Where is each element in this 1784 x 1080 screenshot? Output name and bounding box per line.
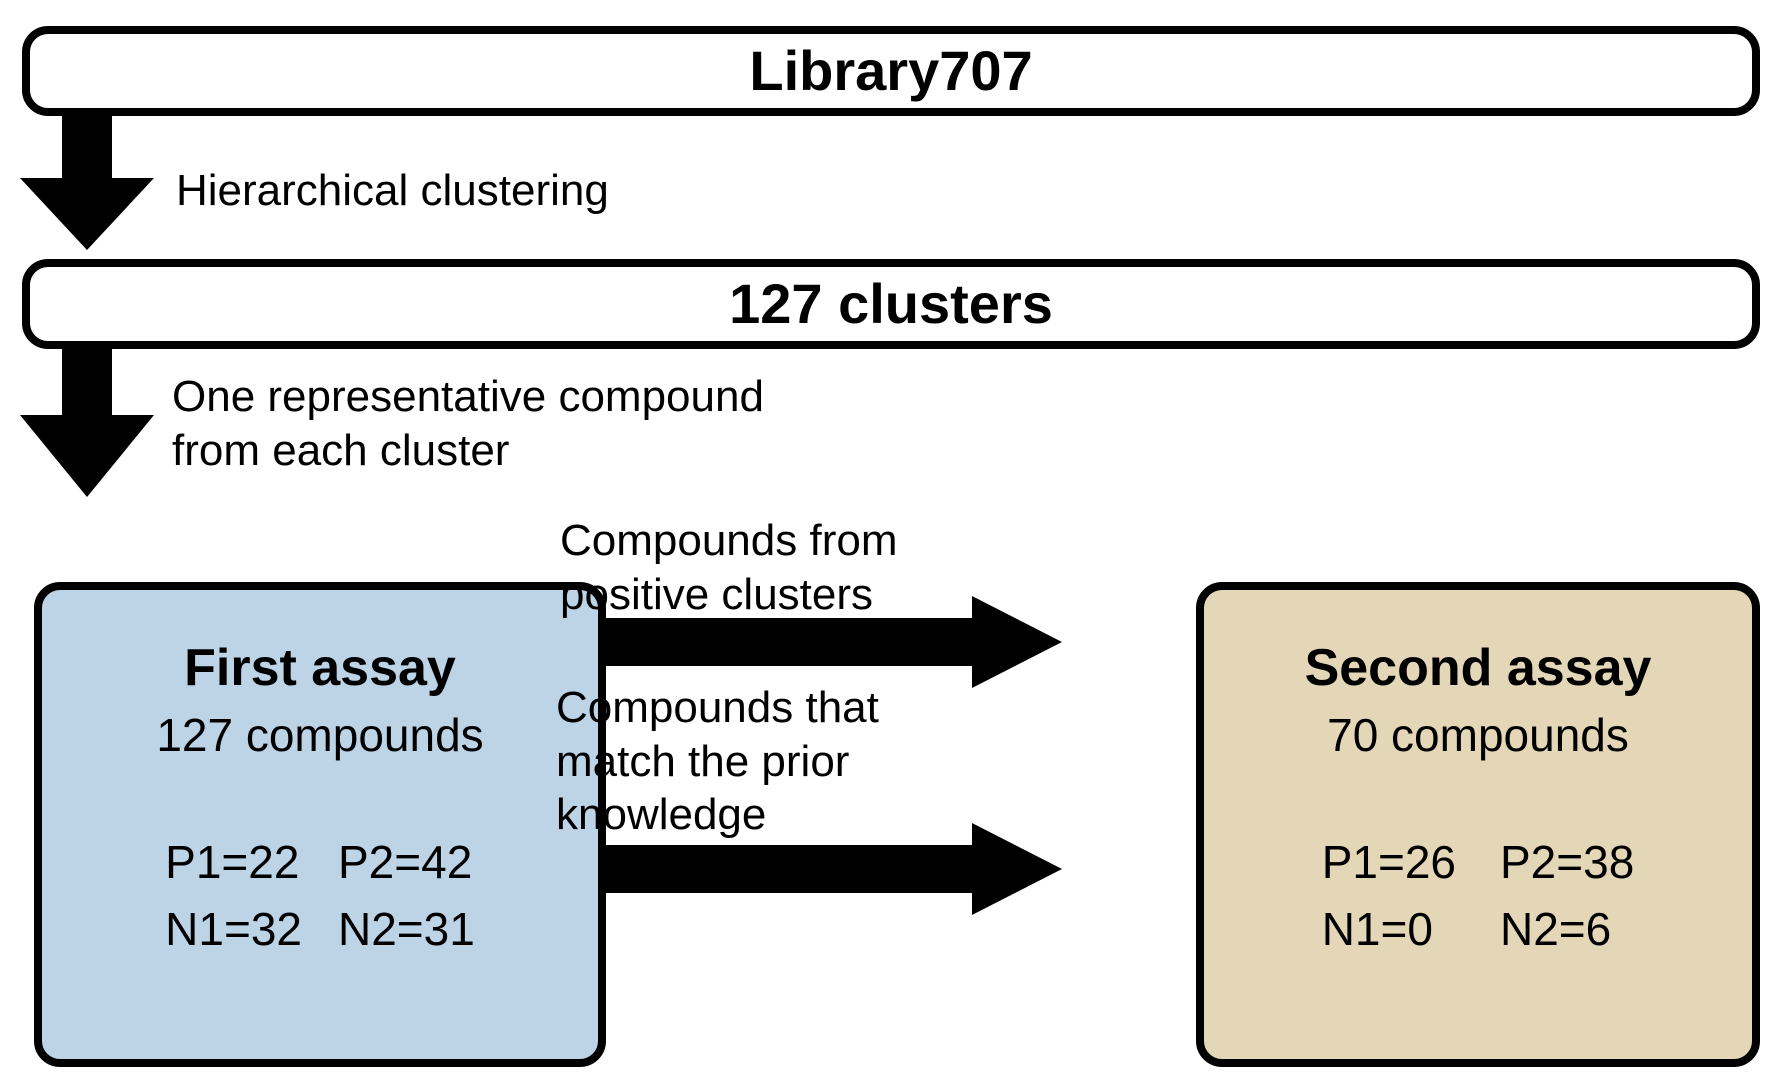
first-assay-stat-n1: N1=32 [165,902,302,955]
first-assay-stat-n2: N2=31 [338,902,475,955]
second-assay-stat-p2: P2=38 [1500,836,1635,888]
second-assay-stat-n1: N1=0 [1321,902,1433,955]
label-compounds-from-positive-clusters: Compounds from positive clusters [560,516,898,619]
label-compounds-match-prior-knowledge: Compounds that match the prior knowledge [556,683,879,840]
second-assay-title: Second assay [1304,639,1652,697]
clusters-box-label: 127 clusters [729,272,1053,335]
second-assay-stat-p1: P1=26 [1321,836,1456,888]
arrow-clusters-to-first-assay [20,345,154,497]
label-one-representative-compound: One representative compound from each cl… [172,372,764,475]
label-hierarchical-clustering: Hierarchical clustering [176,166,609,215]
clusters-box: 127 clusters [22,259,1760,349]
second-assay-stat-n2: N2=6 [1500,902,1612,955]
first-assay-stat-p2: P2=42 [338,836,473,888]
library-box: Library707 [22,26,1760,116]
first-assay-title: First assay [184,639,456,697]
first-assay-subtitle: 127 compounds [156,709,484,761]
second-assay-stats: P1=26 P2=38 N1=0 N2=6 [1322,832,1635,959]
library-box-label: Library707 [749,39,1033,102]
second-assay-subtitle: 70 compounds [1327,709,1629,761]
second-assay-box: Second assay 70 compounds P1=26 P2=38 N1… [1196,582,1760,1067]
arrow-library-to-clusters [20,112,154,250]
first-assay-box: First assay 127 compounds P1=22 P2=42 N1… [34,582,606,1067]
first-assay-stat-p1: P1=22 [165,836,300,888]
first-assay-stats: P1=22 P2=42 N1=32 N2=31 [165,832,475,959]
